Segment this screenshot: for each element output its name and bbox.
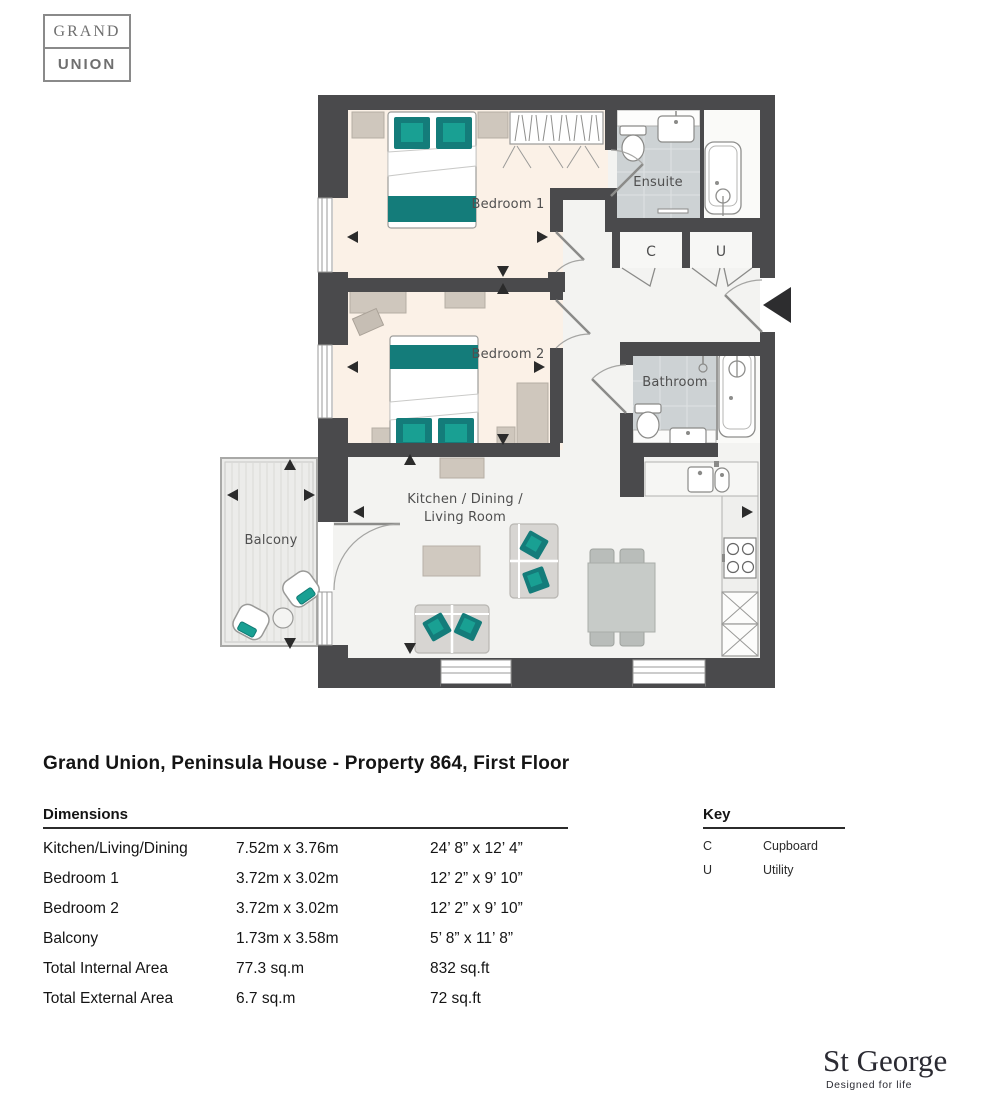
room-imperial: 24’ 8” x 12’ 4” bbox=[430, 839, 523, 857]
table-row: Total Internal Area 77.3 sq.m 832 sq.ft bbox=[43, 954, 568, 984]
door-bedroom1 bbox=[555, 231, 585, 273]
sink-icon bbox=[669, 427, 707, 446]
bath-icon bbox=[718, 349, 756, 438]
room-name: Balcony bbox=[43, 929, 99, 947]
double-bed bbox=[387, 111, 477, 229]
grand-union-logo: GRAND UNION bbox=[43, 14, 131, 82]
label-utility: U bbox=[716, 244, 726, 260]
key-label: Utility bbox=[763, 862, 794, 877]
key-label: Cupboard bbox=[763, 838, 818, 853]
room-metric: 77.3 sq.m bbox=[236, 959, 305, 977]
windows bbox=[317, 197, 706, 687]
page-title: Grand Union, Peninsula House - Property … bbox=[43, 753, 570, 774]
room-name: Total External Area bbox=[43, 989, 174, 1007]
room-imperial: 12’ 2” x 9’ 10” bbox=[430, 869, 523, 887]
table-row: Kitchen/Living/Dining 7.52m x 3.76m 24’ … bbox=[43, 834, 568, 864]
key-rule bbox=[703, 827, 845, 829]
label-ensuite: Ensuite bbox=[633, 175, 683, 190]
dimension-markers bbox=[227, 231, 753, 654]
window bbox=[317, 591, 333, 646]
door-entrance bbox=[724, 279, 763, 333]
entrance-arrow-icon bbox=[763, 287, 791, 323]
st-george-logo: St George Designed for life bbox=[823, 1043, 948, 1092]
room-metric: 3.72m x 3.02m bbox=[236, 869, 339, 887]
key-code: C bbox=[703, 838, 713, 853]
dimensions-rule bbox=[43, 827, 568, 829]
table-row: Total External Area 6.7 sq.m 72 sq.ft bbox=[43, 984, 568, 1014]
door-bathroom bbox=[591, 364, 627, 414]
bifold-door-cupboard bbox=[621, 267, 656, 288]
wardrobe bbox=[502, 111, 604, 169]
window bbox=[317, 197, 333, 273]
room-imperial: 832 sq.ft bbox=[430, 959, 490, 977]
table-row: Balcony 1.73m x 3.58m 5’ 8” x 11’ 8” bbox=[43, 924, 568, 954]
doors bbox=[333, 149, 763, 591]
toilet-icon bbox=[634, 403, 662, 439]
label-bedroom-1: Bedroom 1 bbox=[471, 197, 544, 212]
dimensions-heading: Dimensions bbox=[43, 806, 129, 823]
room-metric: 1.73m x 3.58m bbox=[236, 929, 339, 947]
room-imperial: 5’ 8” x 11’ 8” bbox=[430, 929, 513, 947]
bifold-door-utility bbox=[691, 267, 753, 288]
balcony bbox=[220, 457, 320, 647]
door-balcony bbox=[333, 522, 401, 591]
key-row: C Cupboard bbox=[703, 834, 845, 858]
room-name: Kitchen/Living/Dining bbox=[43, 839, 188, 857]
floorplan: Bedroom 1 Bedroom 2 Ensuite Bathroom C U… bbox=[220, 95, 791, 688]
logo-grand-text: GRAND bbox=[53, 22, 121, 40]
balcony-table bbox=[272, 607, 294, 629]
bath-icon bbox=[704, 141, 742, 216]
room-metric: 7.52m x 3.76m bbox=[236, 839, 339, 857]
room-name: Bedroom 2 bbox=[43, 899, 119, 917]
double-bed bbox=[389, 335, 479, 453]
window bbox=[440, 659, 512, 687]
room-metric: 3.72m x 3.02m bbox=[236, 899, 339, 917]
developer-tagline: Designed for life bbox=[826, 1079, 913, 1091]
developer-name: St George bbox=[823, 1043, 948, 1078]
sofa bbox=[509, 523, 559, 599]
appliance-unit bbox=[721, 591, 759, 657]
kitchen-counter bbox=[644, 461, 759, 657]
bedroom2-furniture bbox=[349, 287, 549, 453]
dining-set bbox=[587, 548, 656, 647]
door-bedroom2 bbox=[555, 299, 591, 349]
logo-union-text: UNION bbox=[45, 47, 129, 80]
label-kitchen-line1: Kitchen / Dining / bbox=[407, 492, 523, 507]
label-bedroom-2: Bedroom 2 bbox=[471, 347, 544, 362]
room-name: Bedroom 1 bbox=[43, 869, 119, 887]
ensuite-fixtures bbox=[616, 109, 742, 218]
hob-icon bbox=[722, 537, 757, 579]
label-balcony: Balcony bbox=[245, 533, 298, 548]
walls bbox=[318, 95, 775, 688]
balcony-chair bbox=[232, 603, 270, 641]
table-row: Bedroom 1 3.72m x 3.02m 12’ 2” x 9’ 10” bbox=[43, 864, 568, 894]
room-imperial: 12’ 2” x 9’ 10” bbox=[430, 899, 523, 917]
label-cupboard: C bbox=[646, 244, 656, 260]
dimensions-section: Dimensions Kitchen/Living/Dining 7.52m x… bbox=[43, 806, 568, 1014]
key-heading: Key bbox=[703, 806, 731, 823]
room-name: Total Internal Area bbox=[43, 959, 168, 977]
table-row: Bedroom 2 3.72m x 3.02m 12’ 2” x 9’ 10” bbox=[43, 894, 568, 924]
room-imperial: 72 sq.ft bbox=[430, 989, 481, 1007]
balcony-chair bbox=[282, 570, 320, 608]
key-code: U bbox=[703, 862, 713, 877]
bathroom-fixtures bbox=[634, 349, 756, 446]
kitchen-sink-icon bbox=[687, 461, 730, 493]
living-furniture bbox=[414, 457, 759, 657]
key-row: U Utility bbox=[703, 858, 845, 882]
room-metric: 6.7 sq.m bbox=[236, 989, 296, 1007]
label-kitchen-line2: Living Room bbox=[424, 510, 506, 525]
label-bathroom: Bathroom bbox=[642, 375, 707, 390]
sink-icon bbox=[657, 111, 695, 143]
key-section: Key C Cupboard U Utility bbox=[703, 806, 845, 882]
window bbox=[317, 344, 333, 419]
bedroom1-furniture bbox=[351, 111, 604, 229]
toilet-icon bbox=[619, 125, 647, 162]
sofa bbox=[414, 604, 490, 654]
window bbox=[632, 659, 706, 687]
door-ensuite bbox=[610, 149, 644, 197]
